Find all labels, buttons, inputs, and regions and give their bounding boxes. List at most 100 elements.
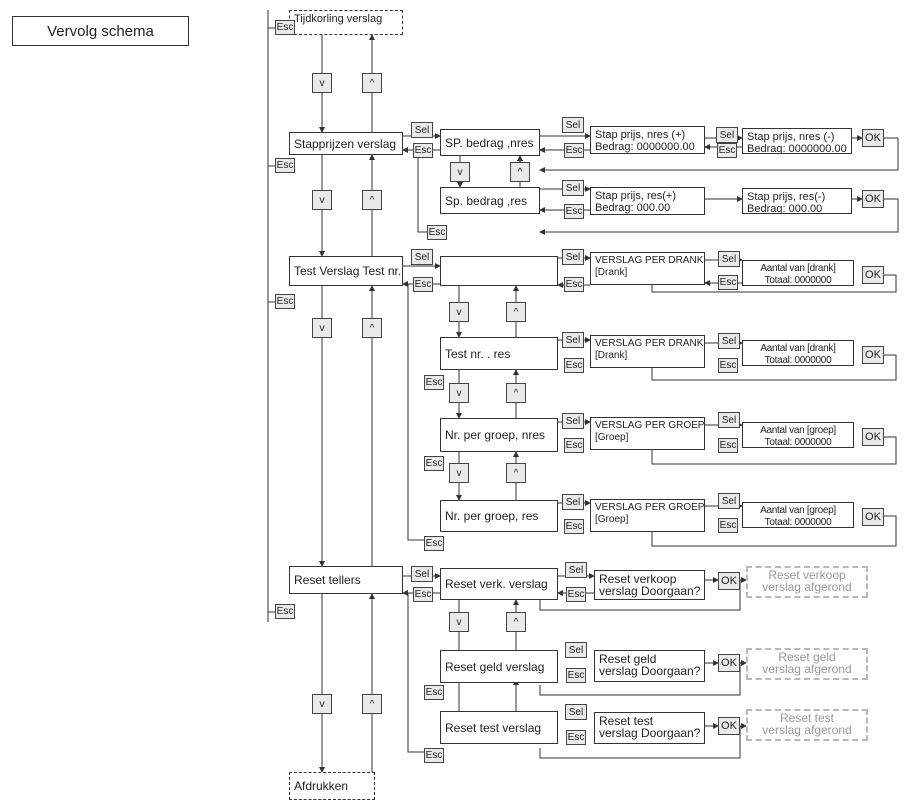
- esc-key[interactable]: Esc: [564, 277, 584, 292]
- ok-key[interactable]: OK: [718, 572, 740, 590]
- up-key[interactable]: ^: [506, 463, 526, 483]
- down-key[interactable]: v: [312, 73, 332, 93]
- esc-key[interactable]: Esc: [424, 748, 444, 763]
- ok-key[interactable]: OK: [862, 266, 884, 284]
- esc-key[interactable]: Esc: [717, 143, 737, 158]
- esc-key[interactable]: Esc: [275, 158, 295, 173]
- sel-key[interactable]: Sel: [411, 122, 433, 138]
- ok-key[interactable]: OK: [862, 190, 884, 208]
- menu-sp-bedrag-nres[interactable]: SP. bedrag ,nres: [440, 129, 540, 156]
- menu-test-blank[interactable]: [440, 256, 558, 286]
- menu-stapprijzen-verslag[interactable]: Stapprijzen verslag: [289, 132, 403, 155]
- esc-key[interactable]: Esc: [564, 519, 584, 534]
- down-key[interactable]: v: [449, 302, 469, 322]
- aantal-van-groep: Aantal van [groep]Totaal: 0000000: [742, 502, 854, 528]
- up-key[interactable]: ^: [506, 383, 526, 403]
- ok-key[interactable]: OK: [862, 129, 884, 147]
- ok-key[interactable]: OK: [862, 428, 884, 446]
- up-key[interactable]: ^: [506, 612, 526, 632]
- ok-key[interactable]: OK: [862, 346, 884, 364]
- sel-key[interactable]: Sel: [565, 562, 587, 578]
- esc-key[interactable]: Esc: [564, 438, 584, 453]
- esc-key[interactable]: Esc: [718, 275, 738, 290]
- verslag-per-groep: VERSLAG PER GROEP[Groep]: [590, 499, 705, 532]
- ok-key[interactable]: OK: [718, 654, 740, 672]
- aantal-van-drank: Aantal van [drank]Totaal: 0000000: [742, 260, 854, 286]
- verslag-per-drank: VERSLAG PER DRANK[Drank]: [590, 252, 705, 285]
- esc-key[interactable]: Esc: [424, 685, 444, 700]
- esc-key[interactable]: Esc: [413, 143, 433, 158]
- sel-key[interactable]: Sel: [565, 642, 587, 658]
- down-key[interactable]: v: [449, 463, 469, 483]
- menu-groep-nres[interactable]: Nr. per groep, nres: [440, 418, 558, 452]
- menu-test-verslag[interactable]: Test Verslag Test nr. , nres: [289, 256, 403, 286]
- up-key[interactable]: ^: [510, 162, 530, 182]
- menu-reset-verk-verslag[interactable]: Reset verk. verslag: [440, 568, 558, 600]
- esc-key[interactable]: Esc: [564, 143, 584, 158]
- sel-key[interactable]: Sel: [562, 117, 584, 133]
- sel-key[interactable]: Sel: [716, 127, 738, 143]
- up-key[interactable]: ^: [506, 302, 526, 322]
- stap-prijs-res-min: Stap prijs, res(-)Bedrag: 000.00: [742, 188, 852, 214]
- sel-key[interactable]: Sel: [718, 333, 740, 349]
- esc-key[interactable]: Esc: [424, 456, 444, 471]
- esc-key[interactable]: Esc: [427, 225, 447, 240]
- ok-key[interactable]: OK: [862, 508, 884, 526]
- verslag-per-drank: VERSLAG PER DRANK[Drank]: [590, 335, 705, 368]
- esc-key[interactable]: Esc: [718, 438, 738, 453]
- esc-key[interactable]: Esc: [718, 518, 738, 533]
- down-key[interactable]: v: [312, 190, 332, 210]
- ok-key[interactable]: OK: [718, 717, 740, 735]
- menu-reset-test-verslag[interactable]: Reset test verslag: [440, 711, 558, 744]
- sel-key[interactable]: Sel: [411, 566, 433, 582]
- esc-key[interactable]: Esc: [566, 730, 586, 745]
- menu-groep-res[interactable]: Nr. per groep, res: [440, 500, 558, 532]
- esc-key[interactable]: Esc: [564, 204, 584, 219]
- sel-key[interactable]: Sel: [562, 249, 584, 265]
- sel-key[interactable]: Sel: [562, 332, 584, 348]
- down-key[interactable]: v: [312, 318, 332, 338]
- sel-key[interactable]: Sel: [718, 493, 740, 509]
- down-key[interactable]: v: [449, 612, 469, 632]
- esc-key[interactable]: Esc: [413, 587, 433, 602]
- esc-key[interactable]: Esc: [566, 587, 586, 602]
- sel-key[interactable]: Sel: [562, 413, 584, 429]
- menu-tijdkorling-verslag[interactable]: Tijdkorling verslag: [289, 10, 403, 35]
- esc-key[interactable]: Esc: [424, 375, 444, 390]
- esc-key[interactable]: Esc: [718, 358, 738, 373]
- sel-key[interactable]: Sel: [718, 412, 740, 428]
- up-key[interactable]: ^: [362, 694, 382, 714]
- menu-test-nr-res[interactable]: Test nr. . res: [440, 337, 558, 370]
- sel-key[interactable]: Sel: [718, 251, 740, 267]
- esc-key[interactable]: Esc: [275, 20, 295, 35]
- sel-key[interactable]: Sel: [411, 249, 433, 265]
- sel-key[interactable]: Sel: [562, 494, 584, 510]
- stap-prijs-res-plus: Stap prijs, res(+)Bedrag: 000.00: [590, 187, 705, 215]
- esc-key[interactable]: Esc: [413, 277, 433, 292]
- esc-key[interactable]: Esc: [564, 358, 584, 373]
- menu-afdrukken[interactable]: Afdrukken: [289, 772, 375, 800]
- esc-key[interactable]: Esc: [566, 668, 586, 683]
- up-key[interactable]: ^: [362, 73, 382, 93]
- stap-prijs-nres-plus: Stap prijs, nres (+)Bedrag: 0000000.00: [590, 126, 705, 154]
- menu-reset-tellers[interactable]: Reset tellers: [289, 566, 403, 594]
- menu-reset-geld-verslag[interactable]: Reset geld verslag: [440, 650, 558, 683]
- up-key[interactable]: ^: [362, 318, 382, 338]
- esc-key[interactable]: Esc: [275, 294, 295, 309]
- aantal-van-groep: Aantal van [groep]Totaal: 0000000: [742, 422, 854, 448]
- esc-key[interactable]: Esc: [424, 536, 444, 551]
- up-key[interactable]: ^: [362, 190, 382, 210]
- sel-key[interactable]: Sel: [562, 180, 584, 196]
- esc-key[interactable]: Esc: [275, 604, 295, 619]
- verslag-per-groep: VERSLAG PER GROEP[Groep]: [590, 417, 705, 450]
- aantal-van-drank: Aantal van [drank]Totaal: 0000000: [742, 340, 854, 366]
- down-key[interactable]: v: [312, 694, 332, 714]
- menu-sp-bedrag-res[interactable]: Sp. bedrag ,res: [440, 187, 540, 214]
- down-key[interactable]: v: [450, 162, 470, 182]
- sel-key[interactable]: Sel: [565, 704, 587, 720]
- down-key[interactable]: v: [449, 383, 469, 403]
